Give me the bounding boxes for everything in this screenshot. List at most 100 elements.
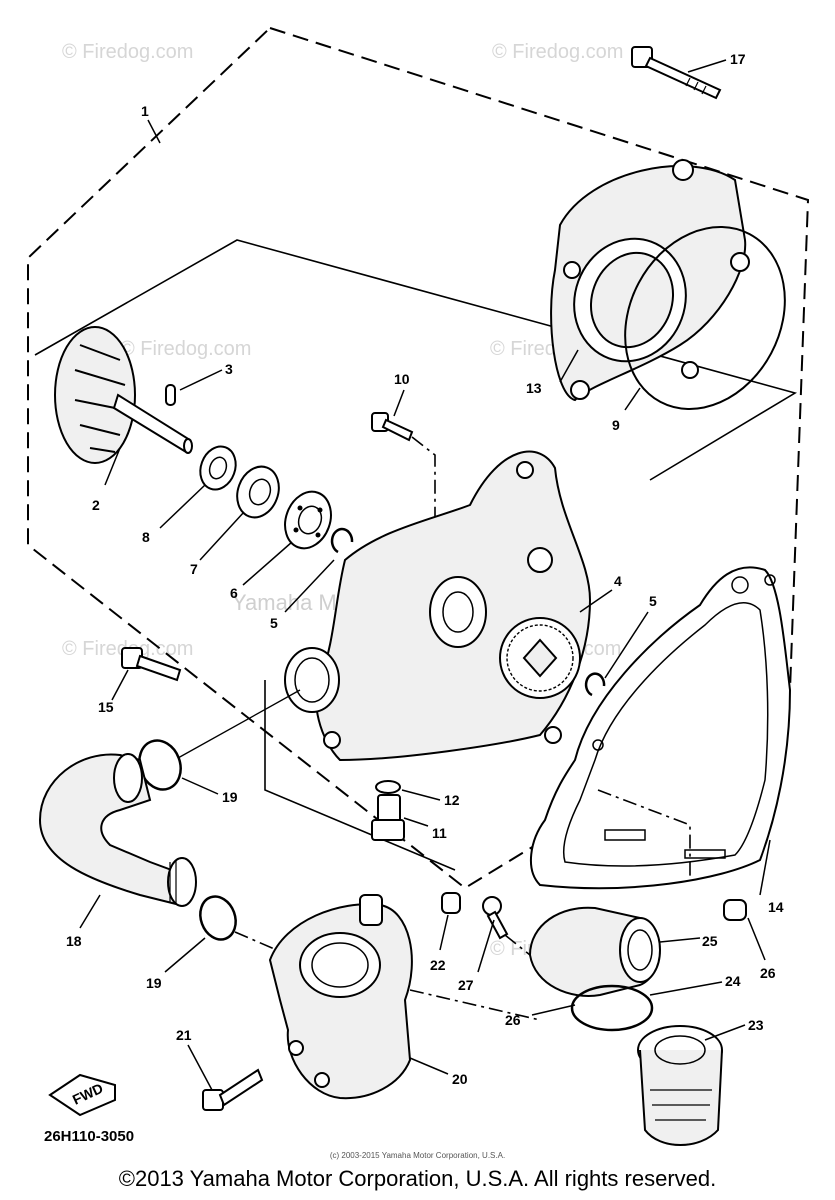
callout-2: 2 [92,497,100,513]
small-credit-line: (c) 2003-2015 Yamaha Motor Corporation, … [329,1151,506,1160]
callout-26b: 26 [505,1012,521,1028]
leader-13 [559,349,579,383]
bolt-21-icon [202,1068,264,1111]
leader-11 [403,817,429,827]
callout-17: 17 [730,51,746,67]
leader-25 [659,937,701,943]
callout-21: 21 [176,1027,192,1043]
seal-8-icon [199,445,237,491]
leader-27 [477,919,495,973]
callout-10: 10 [394,371,410,387]
leader-19a [181,777,219,795]
leader-5a [284,559,335,613]
leader-26b [531,1004,576,1016]
copyright-notice: ©2013 Yamaha Motor Corporation, U.S.A. A… [118,1166,717,1191]
pump-housing-4-icon [284,450,592,762]
leader-9 [624,387,641,411]
callout-12: 12 [444,792,460,808]
centerline-27 [504,934,531,956]
o-ring-24-icon [570,984,654,1032]
thermostat-23-icon [637,1025,723,1146]
lower-inner-outline [264,680,456,871]
leader-4 [579,589,613,613]
callout-15: 15 [98,699,114,715]
leader-3 [179,369,223,391]
elbow-pipe-18-icon [38,753,197,907]
leader-6 [242,541,293,586]
leader-15 [111,669,129,701]
leader-26 [747,917,766,961]
callout-27: 27 [458,977,474,993]
circlip-5-icon [330,527,354,554]
callout-24: 24 [725,973,741,989]
callout-22: 22 [430,957,446,973]
gasket-14-icon [529,566,792,890]
circlip-5b-icon [584,672,606,697]
leader-24 [649,981,723,996]
centerline-14 [597,789,691,880]
pin-3-icon [165,384,176,406]
watermark-firedog-2: © Firedog.com [492,41,623,63]
callout-11: 11 [432,825,447,841]
o-ring-19b-icon [199,895,237,941]
callout-7: 7 [190,561,198,577]
impeller-2-icon [54,326,193,464]
leader-17 [687,59,727,73]
callout-5b: 5 [649,593,657,609]
callout-19a: 19 [222,789,238,805]
o-ring-12-icon [375,780,401,794]
thermostat-housing-20-icon [268,894,413,1100]
callout-13: 13 [526,380,542,396]
centerline-20 [409,989,541,1021]
callout-3: 3 [225,361,233,377]
leader-23 [704,1024,746,1041]
leader-21 [187,1044,213,1091]
bearing-6-icon [284,490,332,550]
callout-6: 6 [230,585,238,601]
callout-8: 8 [142,529,150,545]
leader-8 [159,484,206,529]
dowel-22-icon [441,892,461,914]
callout-25: 25 [702,933,718,949]
callout-1: 1 [141,103,149,119]
leader-10 [393,389,405,417]
callout-20: 20 [452,1071,468,1087]
bolt-10-icon [371,412,414,442]
leader-2 [104,447,121,486]
bolt-17-icon [631,46,722,100]
callout-9: 9 [612,417,620,433]
dowel-26-icon [723,899,747,921]
leader-12 [401,789,441,801]
thermostat-cover-25-icon [528,906,661,997]
screw-27-icon [482,896,509,940]
leader-housing-19 [177,689,301,759]
callout-4: 4 [614,573,622,589]
callout-18: 18 [66,933,82,949]
callout-23: 23 [748,1017,764,1033]
diagram-code: 26H110-3050 [44,1128,135,1145]
leader-19b [164,937,206,973]
inner-outline [34,239,798,481]
drain-bolt-11-icon [371,794,405,841]
watermark-firedog-3: © Firedog.com [120,338,251,360]
o-ring-9-icon [624,226,786,410]
fwd-arrow-icon: FWD [48,1073,116,1117]
callout-19b: 19 [146,975,162,991]
leader-14 [759,839,771,896]
watermark-firedog-1: © Firedog.com [62,41,193,63]
callout-14: 14 [768,899,784,915]
leader-1 [147,119,161,144]
callout-26: 26 [760,965,776,981]
assembly-outline [27,27,810,890]
leader-7 [199,511,245,561]
leader-18 [79,894,101,929]
bolt-15-icon [121,647,182,682]
housing-cover-13-icon [550,159,750,402]
leader-22 [439,914,449,951]
callout-5a: 5 [270,615,278,631]
leader-5b [604,611,649,679]
bearing-7-icon [236,465,280,519]
leader-20 [409,1057,449,1075]
